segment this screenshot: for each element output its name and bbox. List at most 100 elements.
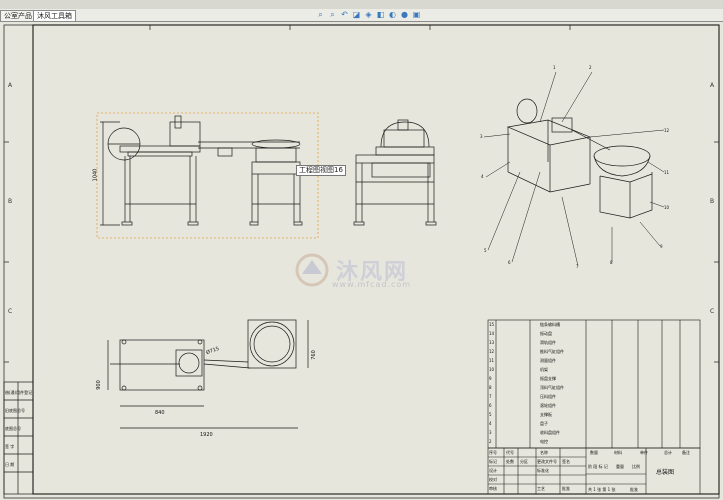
tb-division: 分区	[520, 459, 528, 464]
tb-change-doc: 更改文件号	[537, 459, 557, 464]
tb-header-code: 代号	[506, 450, 514, 455]
balloon: 10	[664, 205, 670, 210]
view-selection-box	[96, 112, 319, 239]
dim-width-table: 840	[155, 410, 165, 416]
front-view	[100, 115, 303, 226]
left-table-item: 旧底图总号	[5, 408, 25, 413]
balloon: 1	[553, 65, 556, 70]
zone-label-a: A	[8, 82, 13, 89]
bom-row-name: 顶料气缸组件	[540, 385, 564, 390]
balloon: 6	[508, 260, 511, 265]
bom-row-no: 6	[489, 403, 492, 408]
tb-proof: 校对	[489, 477, 497, 482]
tb-approval: 批准	[630, 487, 638, 492]
tb-standard: 标准化	[537, 468, 549, 473]
dim-depth-top: 900	[95, 380, 102, 390]
balloon: 3	[480, 134, 483, 139]
bom-row-no: 5	[489, 412, 492, 417]
dim-width-total: 1920	[200, 432, 213, 438]
bom-row-no: 9	[489, 376, 492, 381]
inner-frame	[32, 24, 720, 495]
bom-row-no: 15	[489, 322, 495, 327]
balloon-leaders	[483, 71, 665, 267]
zone-label-b-right: B	[710, 198, 715, 205]
dim-height-front: 1040	[92, 168, 99, 182]
tb-revision: 标记	[489, 459, 497, 464]
bom-row-no: 11	[489, 358, 495, 363]
section-view-icon[interactable]: ◪	[352, 10, 361, 19]
bom-row-name: 压料组件	[540, 394, 556, 399]
previous-view-icon[interactable]: ↶	[341, 10, 348, 19]
watermark-url: www.mfcad.com	[332, 280, 412, 289]
bom-row-name: 收料盘组件	[540, 430, 560, 435]
bom-row-no: 8	[489, 385, 492, 390]
bom-row-name: 滑轨组件	[540, 340, 556, 345]
ribbon-tab-strip: 公室产品 沐风工具箱	[0, 9, 723, 22]
bom-row-no: 10	[489, 367, 495, 372]
balloon: 8	[610, 260, 613, 265]
drawing-sheet[interactable]: A B C A B C 借(通)用件登记 旧底图总号 底图总号 签 字 日 期 …	[0, 22, 723, 500]
balloon: 12	[664, 128, 670, 133]
zoom-area-icon[interactable]: ⌕	[330, 10, 335, 19]
bom-row-no: 12	[489, 349, 495, 354]
tb-header-qty: 数量	[590, 450, 598, 455]
bom-row-no: 2	[489, 439, 492, 444]
bom-row-no: 7	[489, 394, 492, 399]
tb-approve: 批准	[562, 486, 570, 491]
bom-row-name: 滚轮组件	[540, 403, 556, 408]
tb-header-name: 名称	[540, 450, 548, 455]
tb-review: 审核	[489, 486, 497, 491]
isometric-view	[506, 98, 653, 219]
bom-row-name: 链条输料槽	[540, 322, 560, 327]
watermark: 沐风网 www.mfcad.com	[292, 250, 442, 295]
balloon: 7	[576, 264, 579, 269]
watermark-text: 沐风网	[336, 260, 409, 285]
bom-row-name: 振动盘	[540, 331, 552, 336]
scene-icon[interactable]: ▣	[412, 10, 421, 19]
tb-weight: 重量	[616, 464, 624, 469]
left-table-item: 底图总号	[5, 426, 21, 431]
bom-row-no: 13	[489, 340, 495, 345]
balloon: 11	[664, 170, 670, 175]
bom-row-no: 4	[489, 421, 492, 426]
zone-label-c: C	[8, 308, 13, 315]
bom-row-no: 3	[489, 430, 492, 435]
left-register-table	[3, 381, 34, 495]
tab-mufeng-toolbox[interactable]: 沐风工具箱	[33, 10, 76, 21]
view-orientation-icon[interactable]: ◈	[365, 10, 372, 19]
top-view	[107, 319, 309, 429]
balloon: 9	[660, 244, 663, 249]
tab-office-products[interactable]: 公室产品	[0, 10, 36, 21]
drawing-canvas	[3, 24, 720, 499]
balloon: 4	[481, 174, 484, 179]
watermark-logo-icon	[295, 253, 329, 287]
display-style-icon[interactable]: ◧	[376, 10, 385, 19]
tb-design: 设计	[489, 468, 497, 473]
hide-show-icon[interactable]: ◐	[389, 10, 396, 19]
tb-header-unit: 单件	[640, 450, 648, 455]
bom-row-no: 14	[489, 331, 495, 336]
tb-drawing-name: 总装图	[656, 469, 675, 476]
tb-stage-mark: 阶 段 标 记	[588, 464, 608, 469]
tb-count: 处数	[506, 459, 514, 464]
tb-header-material: 材料	[614, 450, 622, 455]
bom-row-name: 测量组件	[540, 358, 556, 363]
bom-row-name: 盘子	[540, 421, 548, 426]
balloon: 2	[589, 65, 592, 70]
zone-label-b: B	[8, 198, 13, 205]
tb-scale: 比例	[632, 464, 640, 469]
bom-row-name: 电控	[540, 439, 548, 444]
side-view	[353, 119, 437, 226]
left-table-item: 签 字	[5, 444, 15, 449]
tb-header-total: 总计	[664, 450, 672, 455]
appearance-icon[interactable]: ●	[401, 10, 408, 19]
view-tooltip: 工程图视图16	[296, 165, 346, 176]
tb-sheet: 共 1 张 第 1 张	[588, 487, 616, 492]
zone-label-c-right: C	[710, 308, 715, 315]
bom-row-name: 机架	[540, 367, 548, 372]
tb-header-no: 序号	[489, 450, 497, 455]
dim-depth-feeder: 760	[310, 350, 317, 360]
tb-sign: 签名	[562, 459, 570, 464]
zoom-fit-icon[interactable]: ⌕	[318, 10, 323, 19]
balloon: 5	[484, 248, 487, 253]
